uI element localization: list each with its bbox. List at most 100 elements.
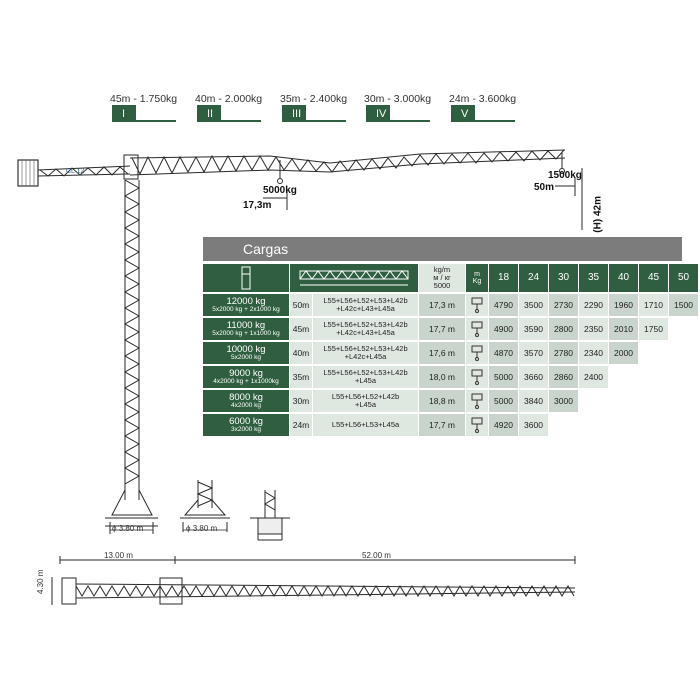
max-load-value: 6000 kg (229, 415, 263, 427)
jib-sections-cell: L55+L56+L52+L42b +L45a (313, 390, 418, 412)
load-value-cell: 2400 (579, 366, 608, 388)
load-value-cell: 1500 (669, 294, 698, 316)
config-caption-1: 45m - 1.750kg (110, 93, 178, 105)
ballast-composition: 5x2000 kg + 1x1000 kg (212, 329, 280, 337)
counterweight-ballast (17, 159, 39, 187)
tower-mast (123, 179, 141, 500)
jib-length-label: 52.00 m (362, 551, 391, 560)
load-value-cell: 2340 (579, 342, 608, 364)
plan-view-drawing (51, 556, 576, 605)
config-caption-2: 40m - 2.000kg (195, 93, 263, 105)
config-badge-3: III (282, 105, 346, 122)
jib-length-cell: 35m (290, 366, 312, 388)
counter-length-label: 13.00 m (104, 551, 133, 560)
jib-sections-cell: L55+L56+L52+L53+L42b +L42c+L45a (313, 342, 418, 364)
load-value-cell: 3570 (519, 342, 548, 364)
jib-sections-cell: L55+L56+L52+L53+L42b +L45a (313, 366, 418, 388)
foundation-detail (250, 490, 290, 541)
radius-header-24: 24 (519, 264, 548, 292)
max-load-distance-cell: 17,3 m (419, 294, 465, 316)
config-caption-3: 35m - 2.400kg (280, 93, 348, 105)
jib-icon-header (290, 264, 418, 292)
config-badge-5: V (451, 105, 515, 122)
ballast-composition: 4x2000 kg (231, 401, 261, 409)
kg-header-label: Kg (472, 278, 482, 285)
hook-icon-cell (466, 390, 488, 412)
jib-length-cell: 45m (290, 318, 312, 340)
jib-sections-cell: L55+L56+L52+L53+L42b +L42c+L43+L45a (313, 318, 418, 340)
load-value-cell: 1710 (639, 294, 668, 316)
hook-icon-cell (466, 414, 488, 436)
radius-header-45: 45 (639, 264, 668, 292)
load-value-cell: 2860 (549, 366, 578, 388)
table-title-bar: Cargas (203, 237, 682, 261)
ballast-composition: 4x2000 kg + 1x1000kg (213, 377, 279, 385)
ballast-composition: 3x2000 kg (231, 425, 261, 433)
jib-length-cell: 30m (290, 390, 312, 412)
max-load-value: 11000 kg (226, 319, 266, 331)
base-width-label: ϕ 3.80 m (112, 524, 144, 533)
load-value-cell: 2010 (609, 318, 638, 340)
hook-icon-cell (466, 366, 488, 388)
jib-length-cell: 50m (290, 294, 312, 316)
max-load-value: 9000 kg (229, 367, 263, 379)
slewing-unit (123, 154, 139, 180)
radius-header-50: 50 (669, 264, 698, 292)
max-load-distance-cell: 17,7 m (419, 318, 465, 340)
load-value-cell: 4870 (489, 342, 518, 364)
hook-icon-cell (466, 318, 488, 340)
max-load-distance-cell: 18,0 m (419, 366, 465, 388)
config-badge-1: I (112, 105, 176, 122)
radius-header-35: 35 (579, 264, 608, 292)
config-badge-4: IV (366, 105, 430, 122)
load-icon-header (203, 264, 289, 292)
load-value-cell: 4920 (489, 414, 518, 436)
height-label: (H) 42m (592, 196, 604, 233)
config-badge-2: II (197, 105, 261, 122)
ballast-composition: 5x2000 kg (231, 353, 261, 361)
max-load-value: 12000 kg (226, 295, 266, 307)
tip-reach-label: 50m (534, 182, 555, 193)
table-title: Cargas (243, 241, 289, 257)
load-value-cell: 3500 (519, 294, 548, 316)
ballast-composition: 5x2000 kg + 2x1000 kg (212, 305, 280, 313)
max-load-value: 10000 kg (226, 343, 266, 355)
jib-sections-cell: L55+L56+L53+L45a (313, 414, 418, 436)
load-value-cell: 3590 (519, 318, 548, 340)
load-value-cell: 2290 (579, 294, 608, 316)
m-header-label: m (474, 270, 480, 278)
tower-base (105, 489, 158, 534)
load-value-cell: 4900 (489, 318, 518, 340)
load-value-cell: 3600 (519, 414, 548, 436)
load-value-cell: 2000 (609, 342, 638, 364)
max-load-distance-cell: 18,8 m (419, 390, 465, 412)
m-kg-header: m Kg (466, 264, 488, 292)
load-value-cell: 3000 (549, 390, 578, 412)
tip-load-label: 1500kg (548, 170, 582, 181)
load-value-cell: 2350 (579, 318, 608, 340)
radius-header-30: 30 (549, 264, 578, 292)
hook-near (277, 160, 283, 184)
base-variant-2 (180, 480, 230, 532)
hook-icon-cell (466, 342, 488, 364)
load-value-cell: 5000 (489, 390, 518, 412)
jib (129, 149, 566, 176)
hook-icon-cell (466, 294, 488, 316)
load-value-cell: 3840 (519, 390, 548, 412)
load-value-cell: 3660 (519, 366, 548, 388)
radius-header-40: 40 (609, 264, 638, 292)
jib-sections-cell: L55+L56+L52+L53+L42b +L42c+L43+L45a (313, 294, 418, 316)
max-load-value: 8000 kg (229, 391, 263, 403)
load-value-cell: 1960 (609, 294, 638, 316)
near-load-label: 5000kg (263, 185, 297, 196)
jib-length-cell: 40m (290, 342, 312, 364)
base-width-label-2: ϕ 3.80 m (186, 524, 218, 533)
plan-width-label: 4.30 m (36, 569, 45, 594)
